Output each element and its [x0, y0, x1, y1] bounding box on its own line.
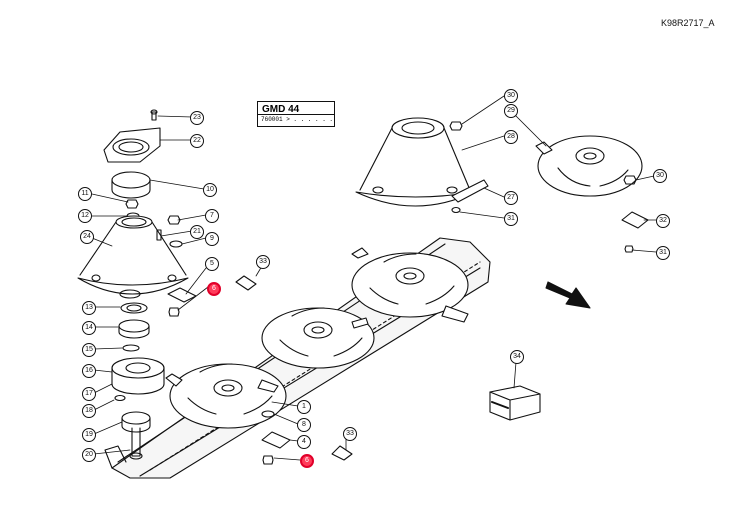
callout-31[interactable]: 31: [656, 246, 670, 260]
model-serial: 760001 > . . . . . .: [261, 116, 334, 123]
cutting-disc-front: [165, 363, 287, 429]
part-34-block: [489, 385, 541, 421]
callout-20[interactable]: 20: [82, 448, 96, 462]
knife-hardware-left: [167, 275, 257, 317]
model-title: GMD 44: [262, 104, 300, 115]
callout-27[interactable]: 27: [504, 191, 518, 205]
drawing-reference: K98R2717_A: [661, 18, 715, 28]
direction-arrow: [545, 281, 591, 309]
callout-5[interactable]: 5: [205, 257, 219, 271]
callout-30[interactable]: 30: [653, 169, 667, 183]
cutting-disc-middle: [261, 307, 375, 369]
callout-18[interactable]: 18: [82, 404, 96, 418]
callout-16[interactable]: 16: [82, 364, 96, 378]
callout-1[interactable]: 1: [297, 400, 311, 414]
callout-9[interactable]: 9: [205, 232, 219, 246]
leader-lines: [91, 95, 657, 461]
callout-15[interactable]: 15: [82, 343, 96, 357]
callout-14[interactable]: 14: [82, 321, 96, 335]
model-box-divider: [258, 114, 334, 115]
callout-22[interactable]: 22: [190, 134, 204, 148]
callout-12[interactable]: 12: [78, 209, 92, 223]
callout-11[interactable]: 11: [78, 187, 92, 201]
model-label-box: GMD 44 760001 > . . . . . .: [257, 101, 335, 127]
callout-28[interactable]: 28: [504, 130, 518, 144]
callout-29[interactable]: 29: [504, 104, 518, 118]
callout-6-highlighted[interactable]: 6: [207, 282, 221, 296]
callout-34[interactable]: 34: [510, 350, 524, 364]
callout-13[interactable]: 13: [82, 301, 96, 315]
callout-23[interactable]: 23: [190, 111, 204, 125]
callout-30[interactable]: 30: [504, 89, 518, 103]
callout-8[interactable]: 8: [297, 418, 311, 432]
top-cone-drum: [355, 117, 475, 207]
callout-33[interactable]: 33: [256, 255, 270, 269]
callout-19[interactable]: 19: [82, 428, 96, 442]
callout-24[interactable]: 24: [80, 230, 94, 244]
callout-21[interactable]: 21: [190, 225, 204, 239]
callout-7[interactable]: 7: [205, 209, 219, 223]
callout-6-highlighted[interactable]: 6: [300, 454, 314, 468]
cutting-disc-rear: [351, 247, 469, 323]
callout-31[interactable]: 31: [504, 212, 518, 226]
callout-10[interactable]: 10: [203, 183, 217, 197]
left-hub-assembly: [77, 109, 189, 460]
callout-17[interactable]: 17: [82, 387, 96, 401]
callout-4[interactable]: 4: [297, 435, 311, 449]
top-disc-plate: [535, 135, 643, 197]
callout-32[interactable]: 32: [656, 214, 670, 228]
callout-33[interactable]: 33: [343, 427, 357, 441]
